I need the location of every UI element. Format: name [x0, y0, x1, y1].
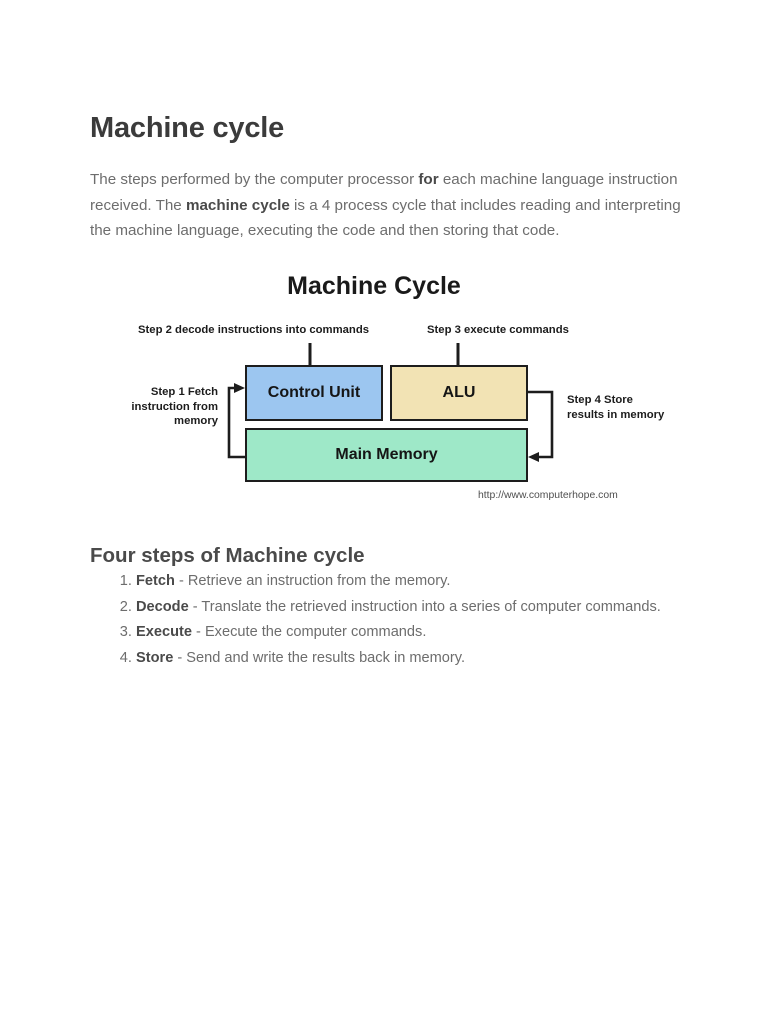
intro-text-1: The steps performed by the computer proc…	[90, 171, 419, 189]
diagram-box-alu: ALU	[390, 365, 528, 421]
diagram-title: Machine Cycle	[287, 272, 461, 300]
step-description: - Send and write the results back in mem…	[173, 649, 466, 666]
intro-bold-for: for	[418, 171, 439, 189]
diagram-watermark-url: http://www.computerhope.com	[478, 490, 618, 501]
list-item: Store - Send and write the results back …	[136, 646, 736, 672]
list-item: Execute - Execute the computer commands.	[136, 620, 736, 646]
diagram-connectors	[227, 343, 554, 462]
step-description: - Translate the retrieved instruction in…	[188, 598, 661, 615]
intro-text-3: is a 4 process cycle that includes readi…	[90, 196, 681, 240]
step-description: - Retrieve an instruction from the memor…	[174, 573, 451, 589]
machine-cycle-diagram: Machine Cycle Step 2 decode instructions…	[120, 262, 668, 514]
page-title: Machine cycle	[90, 112, 285, 145]
diagram-box-control-unit: Control Unit	[245, 365, 383, 421]
diagram-label-step2: Step 2 decode instructions into commands	[138, 324, 369, 336]
steps-list: Fetch - Retrieve an instruction from the…	[90, 569, 736, 671]
diagram-label-step4: Step 4 Store results in memory	[567, 394, 665, 421]
step-term: Store	[136, 649, 174, 666]
list-item: Fetch - Retrieve an instruction from the…	[136, 569, 736, 595]
step-term: Decode	[136, 598, 189, 615]
step-term: Execute	[136, 624, 192, 640]
diagram-label-step3: Step 3 execute commands	[427, 324, 569, 336]
diagram-label-step1: Step 1 Fetch instruction from memory	[131, 386, 218, 427]
intro-text-2: each machine language instruction receiv…	[90, 171, 678, 214]
section-heading: Four steps of Machine cycle	[90, 544, 365, 567]
diagram-box-main-memory: Main Memory	[245, 428, 528, 482]
list-item: Decode - Translate the retrieved instruc…	[136, 595, 736, 621]
intro-bold-machine-cycle: machine cycle	[185, 196, 290, 214]
intro-paragraph: The steps performed by the computer proc…	[90, 167, 682, 244]
step-term: Fetch	[136, 573, 175, 589]
step-description: - Execute the computer commands.	[191, 624, 427, 640]
